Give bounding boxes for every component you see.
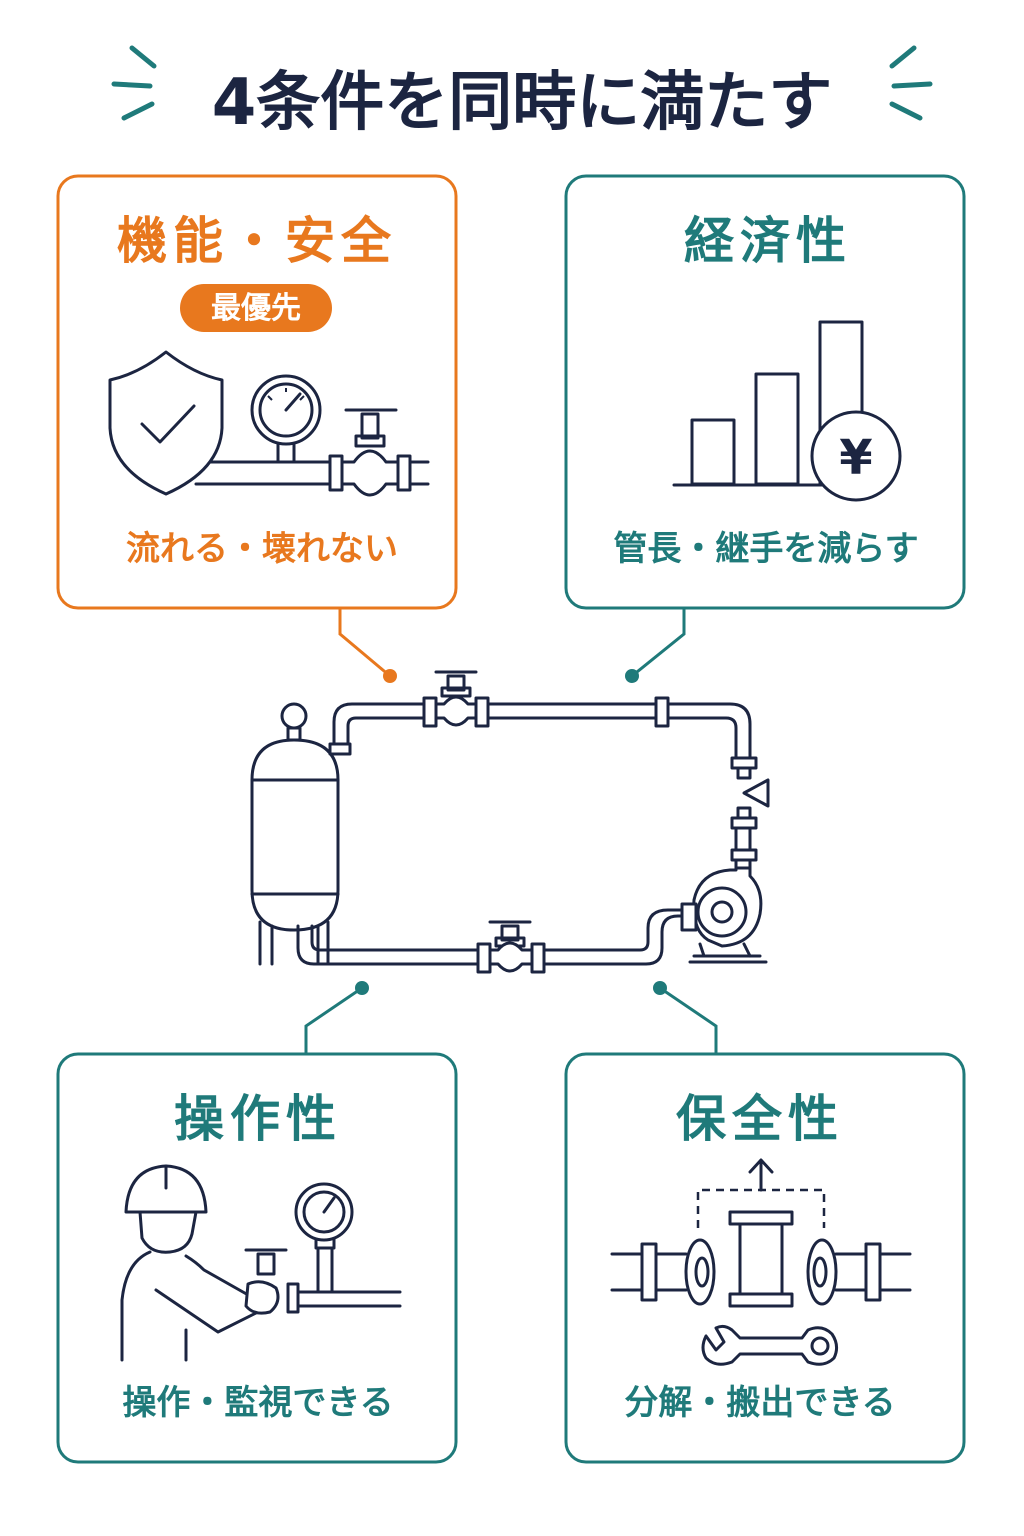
connector-dot-safety bbox=[383, 669, 397, 683]
top-gate-valve-icon bbox=[422, 670, 490, 728]
centrifugal-pump-icon bbox=[680, 866, 768, 964]
card-economy-title: 経済性 bbox=[684, 212, 852, 270]
priority-badge-label: 最優先 bbox=[211, 291, 301, 326]
pipe-spool-icon bbox=[610, 1210, 912, 1308]
connector-dot-economy bbox=[625, 669, 639, 683]
pressure-tank-icon bbox=[250, 702, 340, 966]
wrench-icon bbox=[701, 1324, 839, 1366]
connector-dot-operability bbox=[355, 981, 369, 995]
yen-symbol: ¥ bbox=[839, 430, 872, 486]
card-safety: 機能・安全 最優先 bbox=[56, 174, 458, 610]
right-riser bbox=[730, 756, 770, 870]
card-maintainability: 保全性 分解・搬出できる bbox=[564, 1052, 966, 1464]
connector-dot-maintainability bbox=[653, 981, 667, 995]
up-arrow-icon bbox=[696, 1158, 826, 1228]
priority-badge bbox=[180, 284, 332, 332]
card-safety-title: 機能・安全 bbox=[117, 212, 397, 270]
connector-operability bbox=[304, 986, 363, 1054]
card-maintainability-title: 保全性 bbox=[676, 1090, 844, 1148]
card-operability-caption: 操作・監視できる bbox=[122, 1383, 393, 1423]
bottom-pipe-run bbox=[296, 908, 684, 966]
card-operability-title: 操作性 bbox=[174, 1090, 342, 1148]
right-accent-marks-icon bbox=[889, 45, 933, 121]
worker-icon bbox=[120, 1164, 280, 1362]
page-title: 4条件を同時に満たす bbox=[212, 66, 833, 140]
gate-valve-icon bbox=[328, 408, 412, 497]
card-operability: 操作性 bbox=[56, 1052, 458, 1464]
valve-handwheel-icon bbox=[244, 1248, 402, 1314]
yen-coin-icon: ¥ bbox=[810, 410, 902, 502]
left-accent-marks-icon bbox=[111, 45, 157, 121]
card-safety-caption: 流れる・壊れない bbox=[126, 529, 398, 569]
connector-economy bbox=[631, 608, 686, 678]
connectors bbox=[304, 608, 718, 1054]
pressure-gauge-icon bbox=[294, 1182, 354, 1294]
top-pipe-run bbox=[328, 696, 752, 760]
card-economy: 経済性 ¥ 管長・継手を減らす bbox=[564, 174, 966, 610]
pressure-gauge-icon bbox=[250, 374, 322, 464]
shield-check-icon bbox=[108, 350, 224, 496]
bottom-gate-valve-icon bbox=[476, 920, 546, 974]
card-maintainability-caption: 分解・搬出できる bbox=[624, 1383, 895, 1423]
connector-safety bbox=[338, 608, 391, 678]
connector-maintainability bbox=[659, 986, 718, 1054]
header: 4条件を同時に満たす bbox=[111, 45, 933, 140]
central-piping-system bbox=[250, 670, 770, 974]
card-economy-caption: 管長・継手を減らす bbox=[613, 529, 918, 569]
